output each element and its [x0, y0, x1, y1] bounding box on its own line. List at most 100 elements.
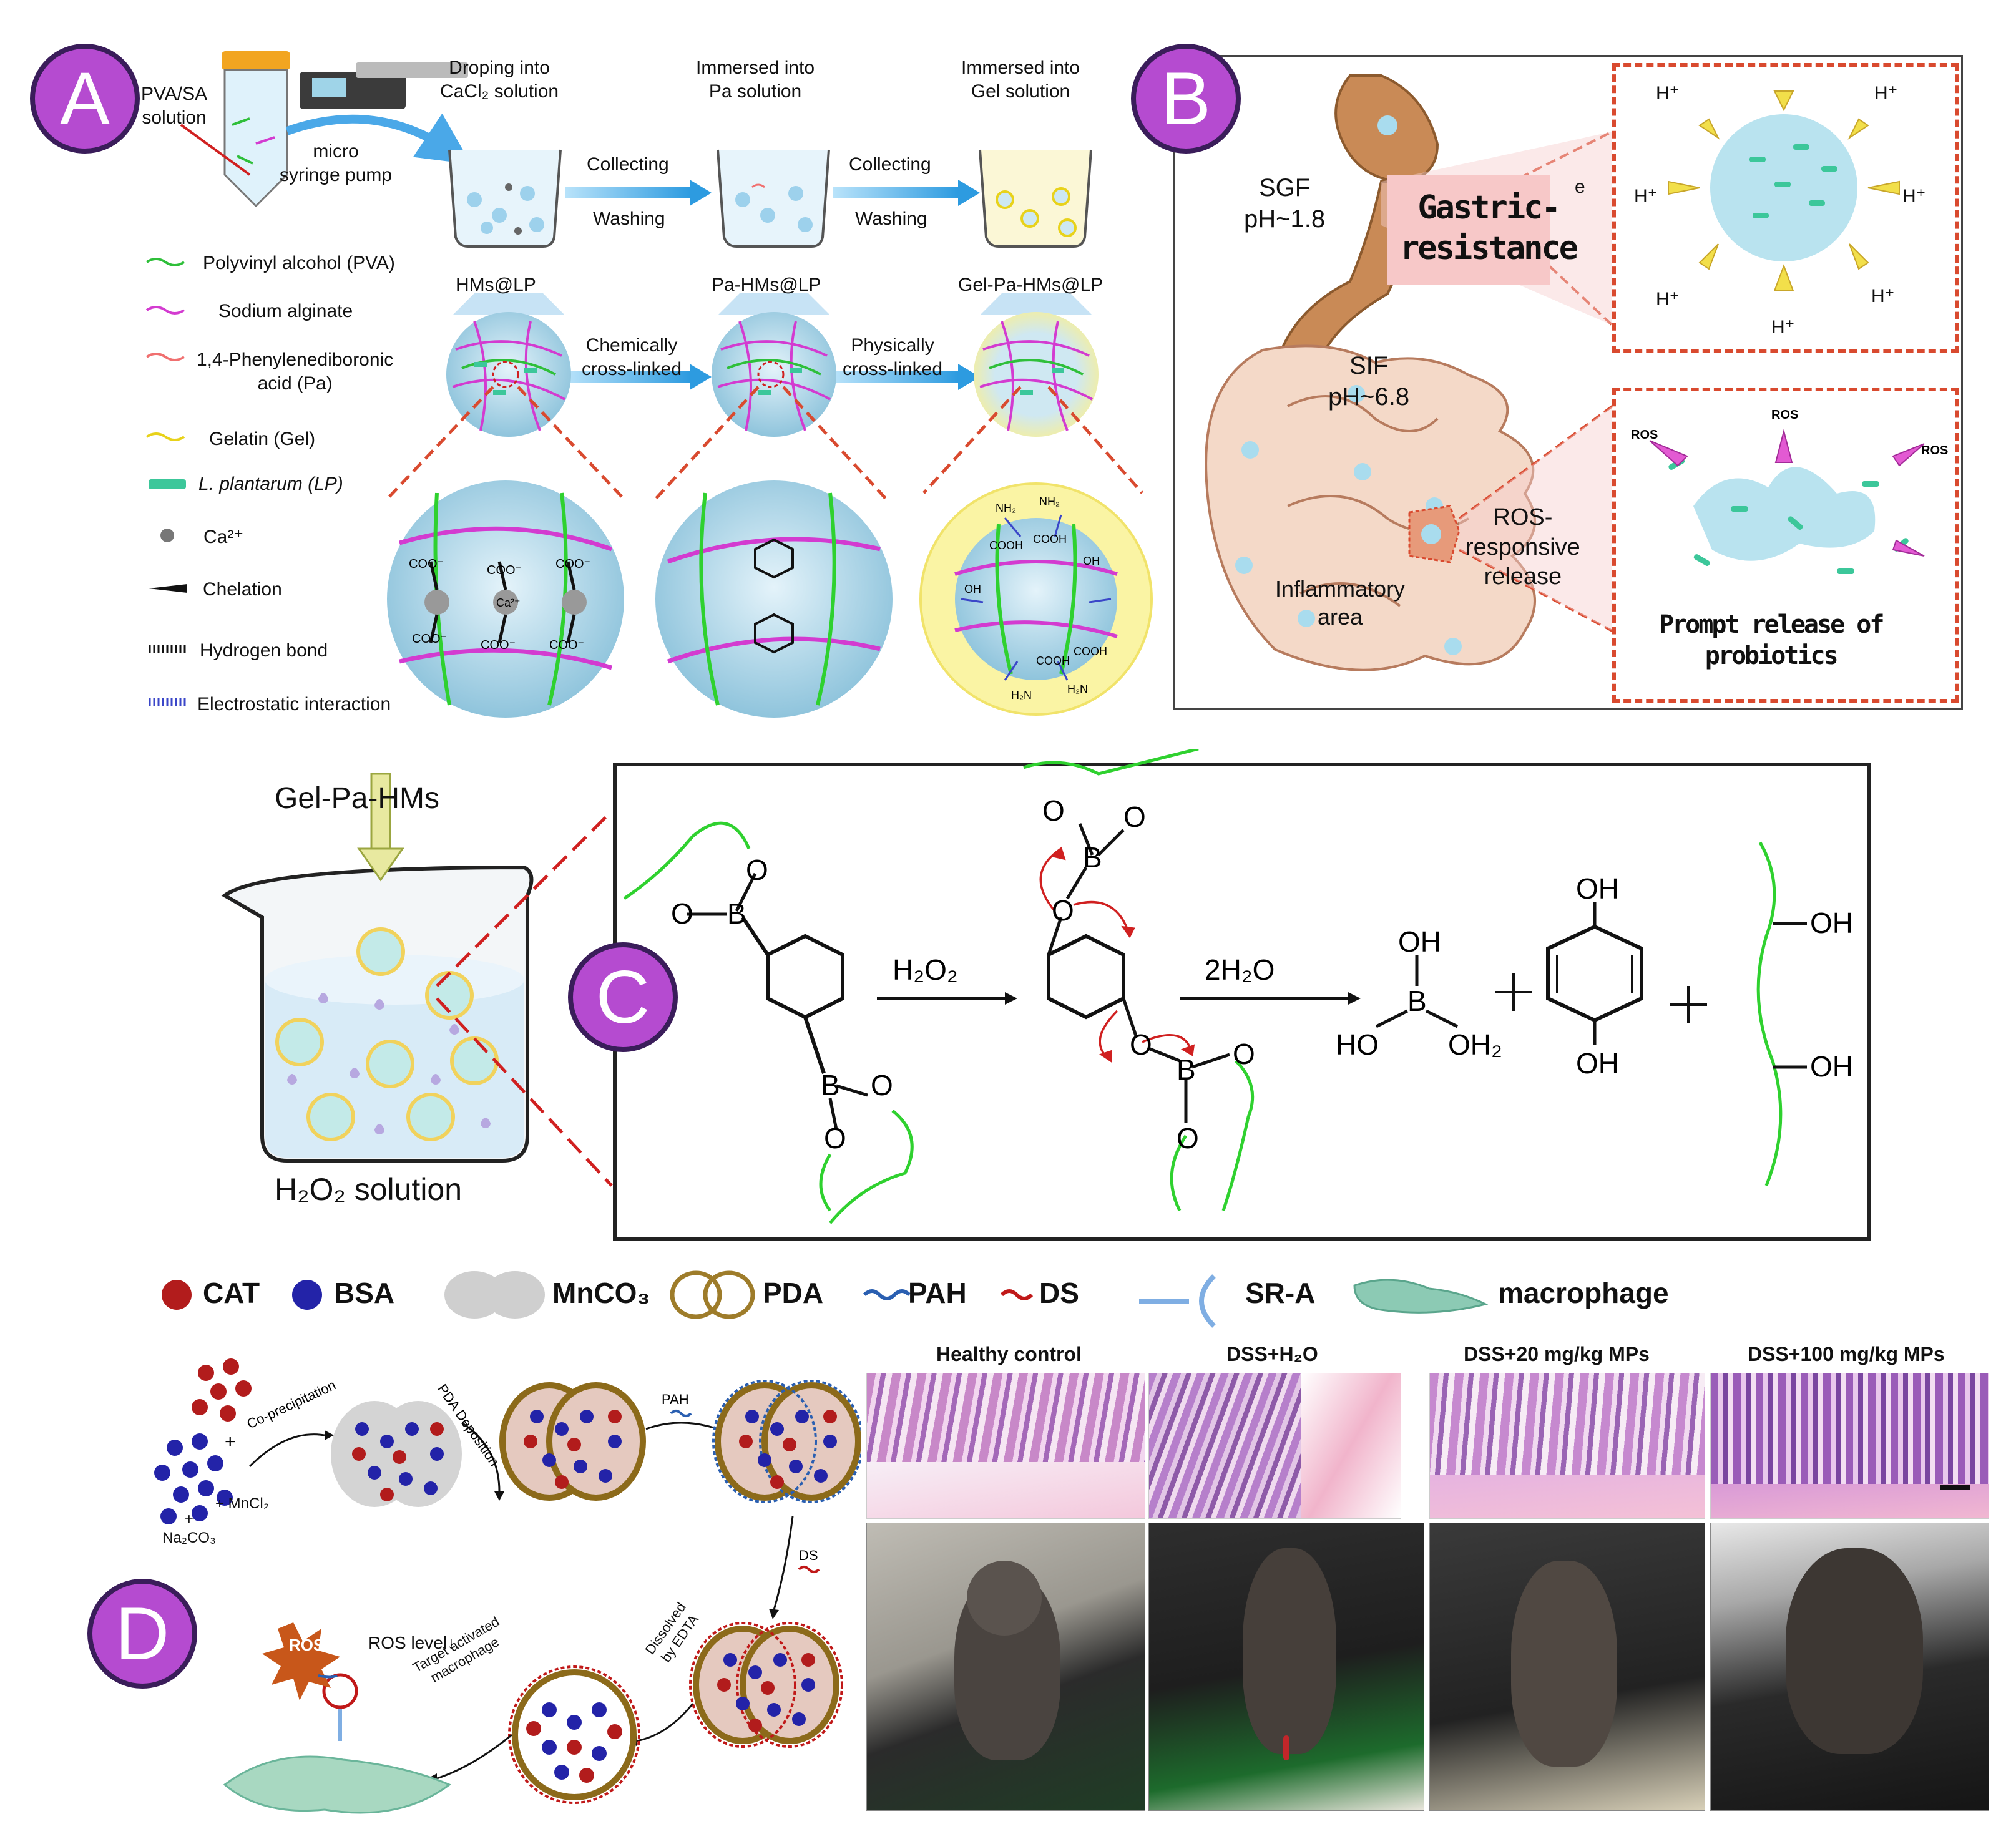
hq-oh-top: OH: [1576, 872, 1619, 905]
coo-label-1: COO⁻: [409, 557, 444, 571]
step1-label: Droping into CaCl₂ solution: [440, 57, 559, 102]
sif-label: SIF pH~6.8: [1328, 352, 1410, 411]
pva-oh-bottom: OH: [1810, 1050, 1853, 1083]
legend-bsa: BSA: [334, 1277, 395, 1309]
legend-pah: PAH: [908, 1277, 967, 1309]
beaker-2: [717, 149, 830, 248]
group-dss-20-label: DSS+20 mg/kg MPs: [1464, 1343, 1650, 1365]
pah-step-label: PAH: [662, 1392, 689, 1407]
hplus-7: H⁺: [1771, 317, 1795, 338]
mouse-photo-dss-h2o: [1148, 1523, 1424, 1811]
panel-a-badge: A: [30, 44, 140, 154]
hq-oh-bottom: OH: [1576, 1047, 1619, 1080]
bead1-label: HMs@LP: [456, 275, 536, 295]
hplus-6: H⁺: [1871, 286, 1895, 306]
histology-dss-20: [1429, 1373, 1705, 1519]
prompt-release-label: Prompt release of probiotics: [1659, 610, 1884, 670]
cooh-label-2: COOH: [1033, 533, 1067, 545]
legend-hbond: Hydrogen bond: [200, 640, 328, 661]
histology-dss-100: [1710, 1373, 1989, 1519]
cooh-label-3: COOH: [1036, 655, 1070, 667]
mncl2-label: + MnCl₂: [215, 1495, 270, 1512]
panel-b: ROS ROS ROS SGF pH~1.8 SIF pH~6.8 Gastri…: [1173, 55, 1963, 710]
water-label: 2H₂O: [1205, 953, 1275, 986]
legend-pva: Polyvinyl alcohol (PVA): [203, 253, 395, 273]
coo-label-6: COO⁻: [549, 638, 584, 652]
legend-pa: 1,4-Phenylenediboronic acid (Pa): [197, 349, 394, 394]
plus-sign-1: +: [225, 1431, 236, 1452]
bead3-label: Gel-Pa-HMs@LP: [958, 275, 1103, 295]
nh2-label-2: NH₂: [1039, 495, 1060, 508]
hplus-2: H⁺: [1874, 83, 1898, 104]
legend-sa: Sodium alginate: [218, 301, 353, 321]
na2co3-label: + Na₂CO₃: [162, 1511, 216, 1546]
ros-badge-2: ROS: [1771, 408, 1798, 422]
h2o2-label: H₂O₂: [893, 953, 958, 986]
sgf-label: SGF pH~1.8: [1244, 174, 1326, 233]
hplus-4: H⁺: [1902, 186, 1926, 207]
zoom-chelation: [387, 480, 624, 718]
ros-level-label: ROS level↓: [368, 1633, 456, 1652]
h2n-label-2: H₂N: [1067, 683, 1088, 695]
atom-b-1: B: [727, 897, 746, 930]
group-dss-h2o-label: DSS+H₂O: [1226, 1343, 1318, 1365]
legend-ds: DS: [1039, 1277, 1079, 1309]
hplus-1: H⁺: [1656, 83, 1680, 104]
legend-ca: Ca²⁺: [203, 527, 244, 547]
atom-o-7: O: [1052, 894, 1074, 927]
zoom-gelatin: [919, 482, 1153, 716]
gastric-zoom-box: [1612, 63, 1959, 353]
legend-lp: L. plantarum (LP): [198, 474, 343, 494]
h2n-label-1: H₂N: [1011, 689, 1032, 701]
chem-label: Chemically cross-linked: [582, 335, 682, 379]
legend-pda: PDA: [763, 1277, 824, 1309]
hplus-3: H⁺: [1634, 186, 1658, 207]
mouse-photo-dss-20: [1429, 1523, 1705, 1811]
cooh-label-1: COOH: [989, 539, 1023, 552]
histology-dss-h2o: [1148, 1373, 1401, 1519]
panel-d-legend-icons: [162, 1270, 1489, 1328]
gel-pa-hms-label: Gel-Pa-HMs: [275, 782, 440, 815]
cooh-label-4: COOH: [1074, 645, 1107, 658]
pva-sa-label: PVA/SA solution: [141, 84, 208, 128]
gastric-resistance-label: Gastric- resistance: [1400, 189, 1578, 267]
e-label: e: [1575, 177, 1585, 197]
atom-o-5: O: [1042, 794, 1065, 827]
atom-b-4: B: [1177, 1053, 1196, 1086]
step3-label: Immersed into Gel solution: [961, 57, 1080, 102]
coo-label-5: COO⁻: [481, 638, 516, 652]
atom-o-4: O: [824, 1122, 846, 1154]
mouse-photo-healthy: [866, 1523, 1145, 1811]
legend-electro: Electrostatic interaction: [197, 694, 391, 714]
atom-o-1: O: [746, 854, 768, 886]
legend-mnco3: MnCO₃: [552, 1277, 650, 1309]
ros-burst-label: ROS: [289, 1636, 325, 1654]
panel-b-badge: B: [1131, 44, 1241, 154]
coo-label-2: COO⁻: [487, 563, 522, 577]
ros-badge-1: ROS: [1631, 428, 1658, 442]
ros-zoom-box: [1612, 388, 1959, 703]
boric-b: B: [1407, 985, 1427, 1017]
atom-o-10: O: [1177, 1122, 1199, 1154]
group-healthy-label: Healthy control: [936, 1343, 1082, 1365]
ros-responsive-label: ROS- responsive release: [1466, 504, 1580, 590]
panel-c-badge: C: [568, 942, 678, 1052]
pump-label: micro syringe pump: [280, 141, 393, 185]
atom-o-3: O: [871, 1069, 893, 1101]
pva-oh-top: OH: [1810, 907, 1853, 939]
histology-healthy: [866, 1373, 1145, 1519]
scale-bar: [1940, 1485, 1970, 1490]
atom-o-9: O: [1233, 1038, 1255, 1070]
collecting-label-2: Collecting: [849, 154, 931, 175]
legend-swatches: [145, 258, 187, 706]
boric-oh2: OH₂: [1448, 1028, 1502, 1061]
atom-o-6: O: [1123, 801, 1146, 833]
washing-label-2: Washing: [855, 208, 927, 229]
collecting-label-1: Collecting: [587, 154, 669, 175]
panel-c: O O B B O O O O B O O B O O H₂O₂ 2H₂O OH…: [0, 749, 2016, 1248]
coprec-label: Co-precipitation: [245, 1377, 338, 1432]
mouse-photo-dss-100: [1710, 1523, 1989, 1811]
panel-d-badge: D: [87, 1579, 197, 1689]
zoom-boronate: [655, 480, 893, 718]
panel-c-graphic: O O B B O O O O B O O B O O H₂O₂ 2H₂O OH…: [221, 749, 1871, 1241]
